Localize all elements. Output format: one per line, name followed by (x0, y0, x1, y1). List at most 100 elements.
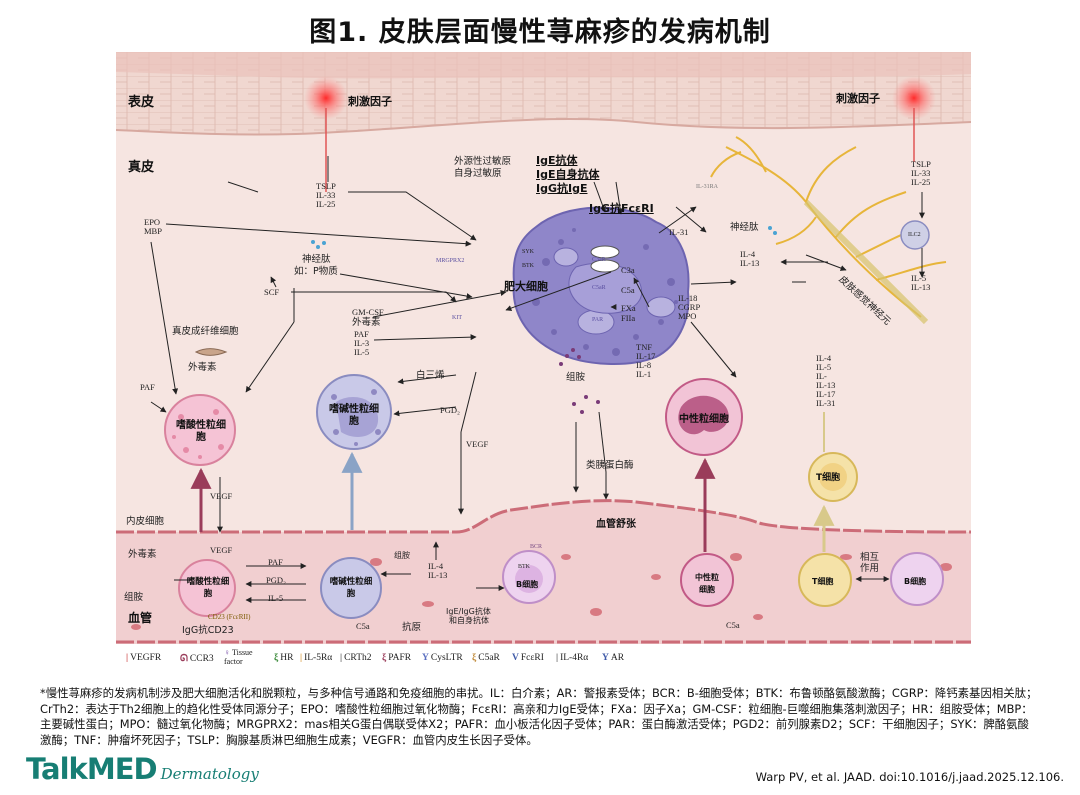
vessel-il4: IL-4 (428, 561, 444, 571)
vessel-baso-label: 嗜碱性粒细胞 (329, 577, 373, 599)
vessel-antigen: 抗原 (402, 622, 422, 633)
vessel-histamine: 组胺 (394, 551, 410, 560)
vessel-bcell2-label: B细胞 (904, 577, 927, 586)
interact-1: 相互 (860, 552, 880, 563)
irritant-label-left: 刺激因子 (348, 95, 392, 108)
ige-autoantibody: IgE自身抗体 (536, 168, 600, 181)
t-cytokine-5: IL-17 (816, 389, 836, 399)
igg-cd23-label: IgG抗CD23 (182, 625, 234, 636)
pathogenesis-diagram: 表皮 真皮 血管 刺激因子 刺激因子 TSLP IL-33 IL-25 TSLP… (116, 52, 971, 680)
tryptase-label: 类胰蛋白酶 (586, 460, 634, 471)
neuropeptide-right: 神经肽 (730, 222, 759, 233)
vessel-c5a-2: C5a (726, 620, 740, 630)
igg-anti-fceri: IgG抗FcεRI (589, 202, 654, 215)
basophil-label: 嗜碱性粒细胞 (329, 404, 379, 427)
vessel-bcell-label: B细胞 (516, 580, 539, 589)
mast-cell-graphic (512, 206, 690, 365)
vessel-label: 血管 (128, 611, 153, 625)
legend-il4ra: |IL-4Rα (556, 653, 589, 663)
epidermis-label: 表皮 (128, 95, 155, 110)
vessel-exotoxin: 外毒素 (128, 549, 157, 560)
tslp-left-2: IL-33 (316, 190, 336, 200)
t-cell-graphic (808, 452, 858, 502)
kit-label: KIT (452, 315, 462, 321)
exotoxin-label: 外毒素 (188, 362, 217, 373)
dermis-label: 真皮 (128, 160, 155, 175)
mast-cell-label: 肥大细胞 (504, 280, 548, 293)
allergen-2: 自身过敏原 (454, 168, 502, 179)
il17-label: IL-17 (636, 351, 656, 361)
paf-label: PAF (140, 382, 155, 392)
c3ar-label: C3aR (592, 257, 606, 263)
gmcsf-4: IL-3 (354, 338, 370, 348)
mbp-label: MBP (144, 226, 162, 236)
red-blood-cells (131, 553, 952, 630)
il8-label: IL-8 (636, 360, 652, 370)
gmcsf-3: PAF (354, 329, 369, 339)
ilc2-cell (900, 220, 930, 250)
vessel-il5: IL-5 (268, 593, 284, 603)
legend-tissue-factor: ♀Tissue factor (224, 648, 253, 666)
vessel-btk: BTK (518, 564, 530, 570)
irritant-glow-right (892, 76, 936, 120)
ilc2-label: ILC2 (908, 232, 921, 238)
neuropeptide-dots (311, 226, 777, 249)
mrgprx2-label: MRGPRX2 (436, 258, 465, 264)
eosinophil-label: 嗜酸性粒细胞 (176, 420, 226, 443)
tnf-label: TNF (636, 342, 653, 352)
il4-right: IL-4 (740, 249, 756, 259)
allergen-1: 外源性过敏原 (454, 156, 512, 167)
t-cytokine-4: IL-13 (816, 380, 836, 390)
tslp-right-1: TSLP (911, 159, 931, 169)
vessel-il13: IL-13 (428, 570, 448, 580)
il31-label: IL-31 (669, 227, 689, 237)
vessel-pgd2: PGD₂ (266, 575, 286, 585)
logo-sub: Dermatology (160, 765, 259, 783)
il18-label: IL-18 (678, 293, 698, 303)
neutrophil-label: 中性粒细胞 (679, 414, 729, 425)
vessel-eosinophil-graphic (178, 559, 236, 617)
btk-label: BTK (522, 263, 534, 269)
vessel-c5a: C5a (356, 621, 370, 631)
interact-2: 作用 (860, 563, 880, 574)
t-cytokine-2: IL-5 (816, 362, 832, 372)
vessel-ige-igg-2: 和自身抗体 (449, 616, 489, 625)
t-cytokine-3: IL- (816, 371, 827, 381)
fxa-label: FXa (621, 303, 636, 313)
footnote: *慢性荨麻疹的发病机制涉及肥大细胞活化和脱颗粒，与多种信号通路和免疫细胞的串扰。… (40, 686, 1038, 747)
page-title: 图1. 皮肤层面慢性荨麻疹的发病机制 (309, 17, 771, 48)
cd23-label: CD23 (FcεRII) (208, 613, 251, 621)
t-cytokine-6: IL-31 (816, 398, 836, 408)
vessel-tcell-label: T细胞 (812, 577, 834, 586)
par-label: PAR (592, 317, 604, 323)
fiia-label: FIIa (621, 313, 636, 323)
vessel-neut-label: 中性粒细胞 (695, 573, 719, 594)
tslp-right-2: IL-33 (911, 168, 931, 178)
neutrophil-graphic (665, 378, 743, 456)
histamine-granules (559, 348, 600, 414)
legend-vegfr: |VEGFR (126, 653, 162, 663)
c3a-label: C3a (621, 265, 635, 275)
il31ra-label: IL-31RA (696, 184, 718, 190)
tslp-right-3: IL-25 (911, 177, 931, 187)
tslp-left-3: IL-25 (316, 199, 336, 209)
c5ar-label: C5aR (592, 285, 606, 291)
eosinophil-graphic (164, 394, 236, 466)
irritant-glow-left (304, 76, 348, 120)
mpo-label: MPO (678, 311, 697, 321)
fibroblast-graphic (194, 348, 228, 356)
vessel-tcell-graphic (798, 553, 852, 607)
il5-label: IL-5 (911, 273, 927, 283)
pgd2-label: PGD₂ (440, 405, 460, 415)
vessel-vegf: VEGF (210, 491, 233, 501)
vessel-vegf-2: VEGF (210, 545, 233, 555)
leukotriene-label: 白三烯 (416, 370, 445, 381)
histamine-label: 组胺 (566, 372, 586, 383)
neuropeptide-left-1: 神经肽 (302, 254, 331, 265)
